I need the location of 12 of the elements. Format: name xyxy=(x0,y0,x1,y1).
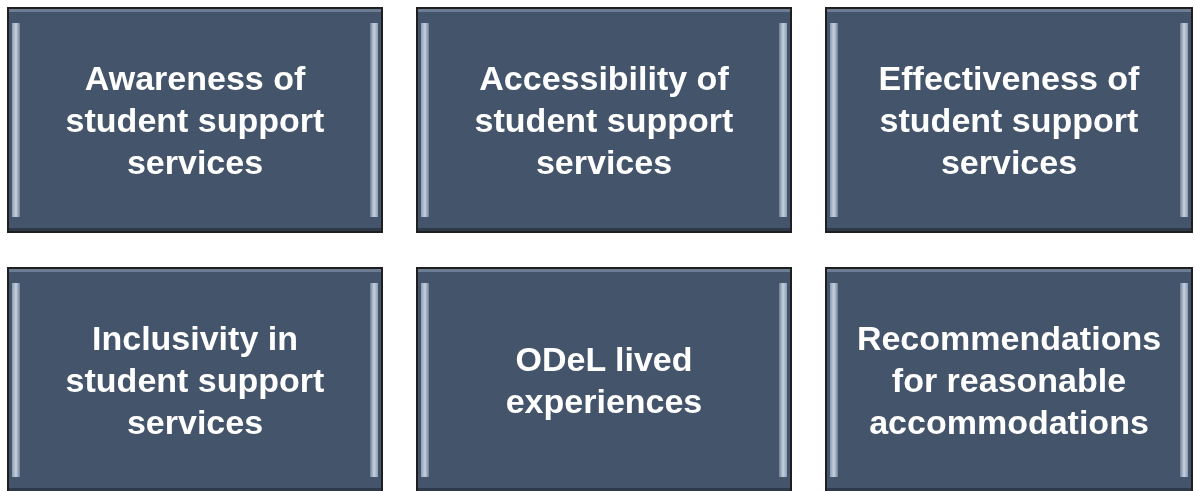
box-label: Inclusivity in student support services xyxy=(64,318,326,443)
bevel-box xyxy=(7,7,383,233)
box-label: ODeL lived experiences xyxy=(504,339,704,422)
bevel-box xyxy=(416,7,792,233)
box-label: Accessibility of student support services xyxy=(473,58,735,183)
box-label: Recommendations for reasonable accommodations xyxy=(855,318,1163,443)
bevel-box xyxy=(7,267,383,491)
bevel-box xyxy=(825,267,1193,491)
bevel-box xyxy=(825,7,1193,233)
box-label: Effectiveness of student support services xyxy=(877,58,1141,183)
box-label: Awareness of student support services xyxy=(64,58,326,183)
bevel-box xyxy=(416,267,792,491)
